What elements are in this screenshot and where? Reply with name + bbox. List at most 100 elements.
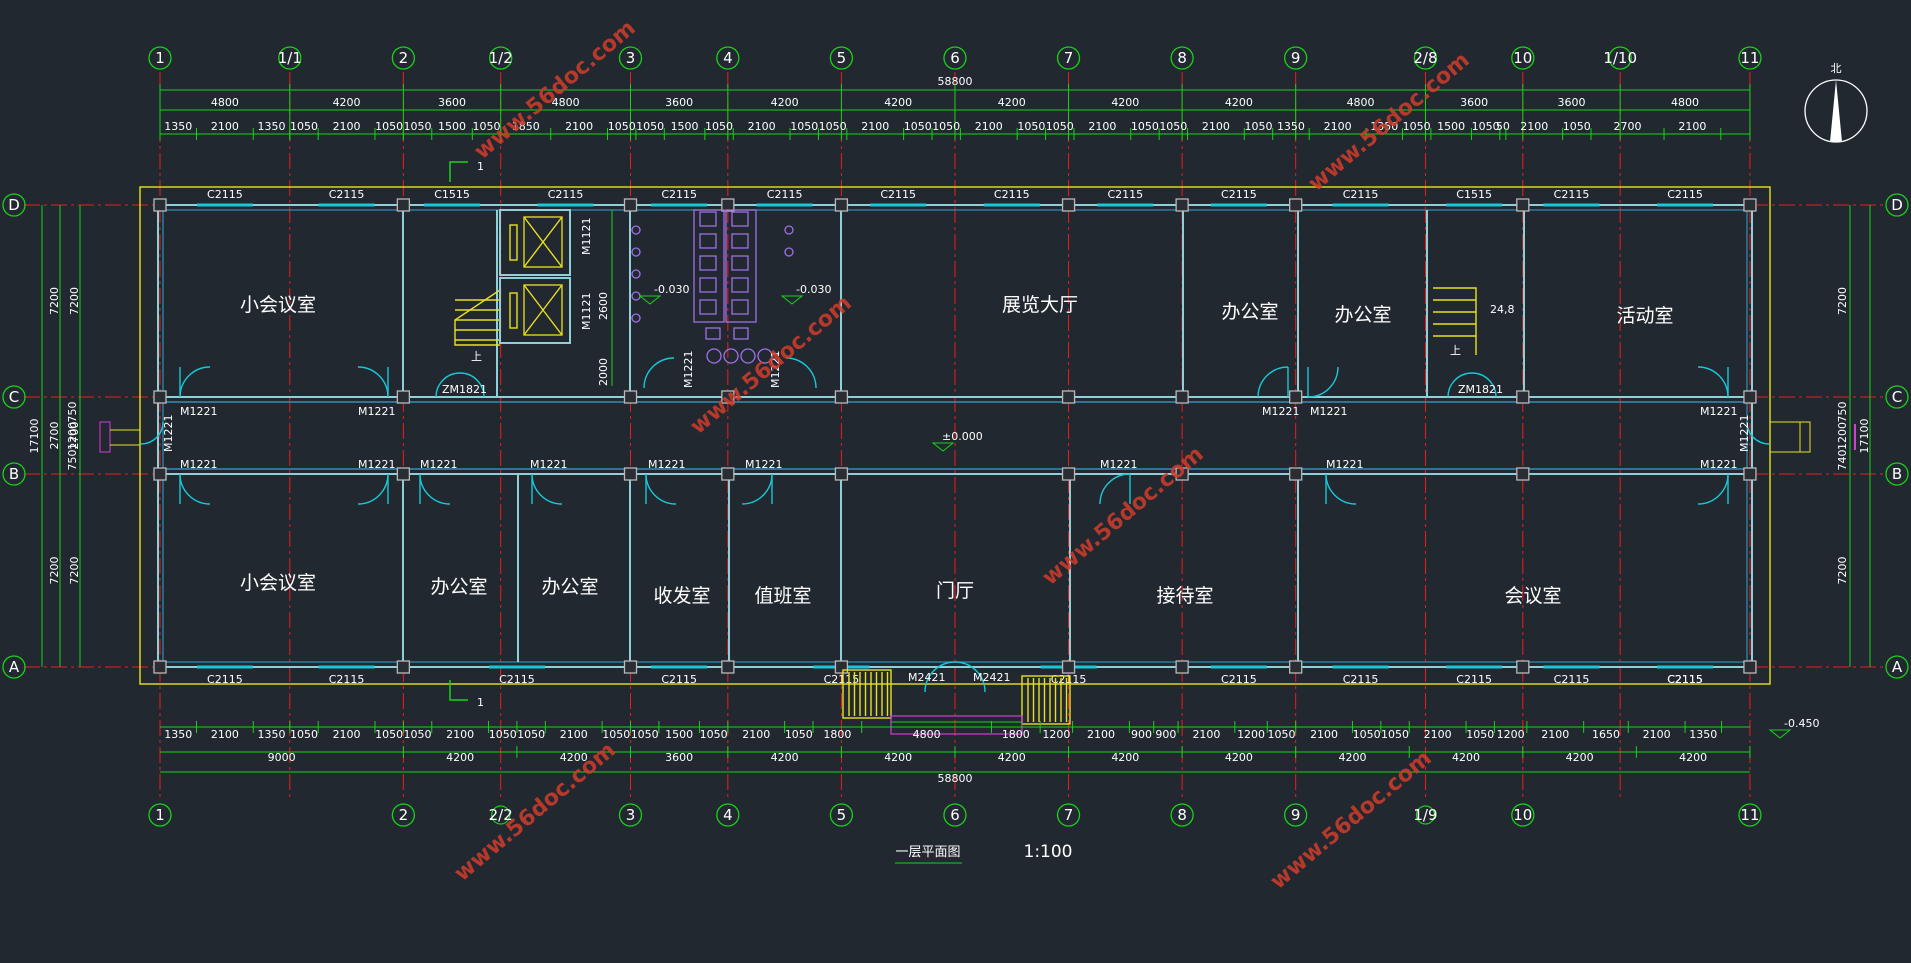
room-label: 门厅 — [936, 580, 974, 602]
window-label: C2115 — [1107, 188, 1143, 201]
dimension-text: 4200 — [998, 751, 1026, 764]
partition-walls — [402, 210, 1525, 662]
dimension-text: 2100 — [1087, 728, 1115, 741]
window-label: C2115 — [207, 673, 243, 686]
dimension-text: 4200 — [1679, 751, 1707, 764]
dimension-text: 17100 — [28, 419, 41, 454]
room-label: 接待室 — [1156, 585, 1213, 607]
dimension-text: 1050 — [1353, 728, 1381, 741]
axis-label: 5 — [837, 49, 847, 67]
column — [153, 198, 167, 212]
door-label: M1221 — [769, 351, 782, 389]
window-label: C2115 — [1667, 673, 1703, 686]
window-label: C2115 — [661, 188, 697, 201]
elevation-mark: -0.030 — [796, 283, 831, 296]
dimension-text: 2100 — [211, 120, 239, 133]
door-label: M1221 — [358, 405, 396, 418]
axis-bubble — [1511, 803, 1535, 827]
axis-bubble — [1885, 462, 1909, 486]
dimension-text: 1500 — [1437, 120, 1465, 133]
window-label: C2115 — [1554, 673, 1590, 686]
dimension-text: 4200 — [1452, 751, 1480, 764]
room-label: 办公室 — [430, 576, 487, 598]
window-label: C2115 — [1456, 673, 1492, 686]
window-label: C2115 — [1667, 188, 1703, 201]
dimension-text: 50 — [1496, 120, 1510, 133]
axis-bubble — [148, 803, 172, 827]
dimension-text: 1050 — [636, 120, 664, 133]
door-label: M1221 — [648, 458, 686, 471]
dimension-text: 2100 — [1324, 120, 1352, 133]
column — [1516, 660, 1530, 674]
axis-bubble — [943, 46, 967, 70]
column — [1516, 198, 1530, 212]
axis-label: 9 — [1291, 49, 1301, 67]
dimension-text: 7200 — [1836, 557, 1849, 585]
column — [1061, 660, 1076, 674]
axis-bubble — [278, 46, 302, 70]
dimension-text: 2100 — [211, 728, 239, 741]
column — [1289, 198, 1303, 212]
axis-bubble — [1413, 46, 1438, 70]
dimension-text: 750 — [1836, 402, 1849, 423]
dimension-text: 4200 — [1111, 96, 1139, 109]
dimension-text: 1350 — [258, 728, 286, 741]
axis-label: B — [1892, 465, 1902, 483]
door-label: M1221 — [420, 458, 458, 471]
column — [396, 660, 411, 674]
axis-label: 4 — [723, 49, 733, 67]
column — [623, 390, 638, 404]
column — [1516, 390, 1530, 404]
dimension-text: 1050 — [375, 120, 403, 133]
axis-label: 8 — [1177, 49, 1187, 67]
stair-left — [454, 289, 501, 346]
room-label: 办公室 — [541, 576, 598, 598]
window-label: C2115 — [661, 673, 697, 686]
dimension-text: 2100 — [1643, 728, 1671, 741]
elevation-mark: -0.030 — [654, 283, 689, 296]
dimension-text: 4200 — [333, 96, 361, 109]
window-label: C2115 — [1221, 188, 1257, 201]
stair-number: 24,8 — [1490, 303, 1515, 316]
dimension-text: 1050 — [404, 120, 432, 133]
dimension-text: 2100 — [333, 728, 361, 741]
axis-bubble — [943, 803, 967, 827]
column — [834, 390, 849, 404]
dimension-text: 3600 — [665, 751, 693, 764]
axis-bubble — [716, 46, 740, 70]
axis-label: 10 — [1513, 49, 1532, 67]
dimension-text: 1500 — [438, 120, 466, 133]
door-label: M2421 — [973, 671, 1011, 684]
room-label: 收发室 — [653, 585, 710, 607]
room-label: 小会议室 — [240, 294, 316, 316]
dimension-text: 1200 — [1237, 728, 1265, 741]
axis-bubble — [1738, 46, 1762, 70]
dimension-text: 1200 — [66, 422, 79, 450]
room-label: 办公室 — [1334, 304, 1391, 326]
dimension-text: 17100 — [1858, 419, 1871, 454]
axis-label: 4 — [723, 806, 733, 824]
dimension-text: 1050 — [473, 120, 501, 133]
dimension-text: 2700 — [1614, 120, 1642, 133]
window-label: C2115 — [329, 188, 365, 201]
axis-bubble — [1056, 46, 1081, 70]
dimension-text: 2100 — [742, 728, 770, 741]
door-label: M1221 — [1738, 415, 1751, 453]
window-label: C2115 — [207, 188, 243, 201]
dimension-text: 1050 — [819, 120, 847, 133]
stair-up-label: 上 — [1450, 344, 1461, 357]
drawing-scale: 1:100 — [1024, 842, 1073, 862]
axis-label: A — [9, 658, 20, 676]
room-label: 展览大厅 — [1002, 294, 1078, 316]
dimension-text: 900 — [1131, 728, 1152, 741]
dimension-text: 2100 — [1678, 120, 1706, 133]
dimension-text: 1200 — [1497, 728, 1525, 741]
elevation-mark: -0.450 — [1784, 717, 1819, 730]
column — [1743, 660, 1757, 674]
axis-label: 6 — [950, 49, 960, 67]
dimension-text: 7200 — [68, 557, 81, 585]
door-label: M1121 — [580, 218, 593, 256]
room-label: 值班室 — [754, 585, 811, 607]
column — [1743, 198, 1757, 212]
